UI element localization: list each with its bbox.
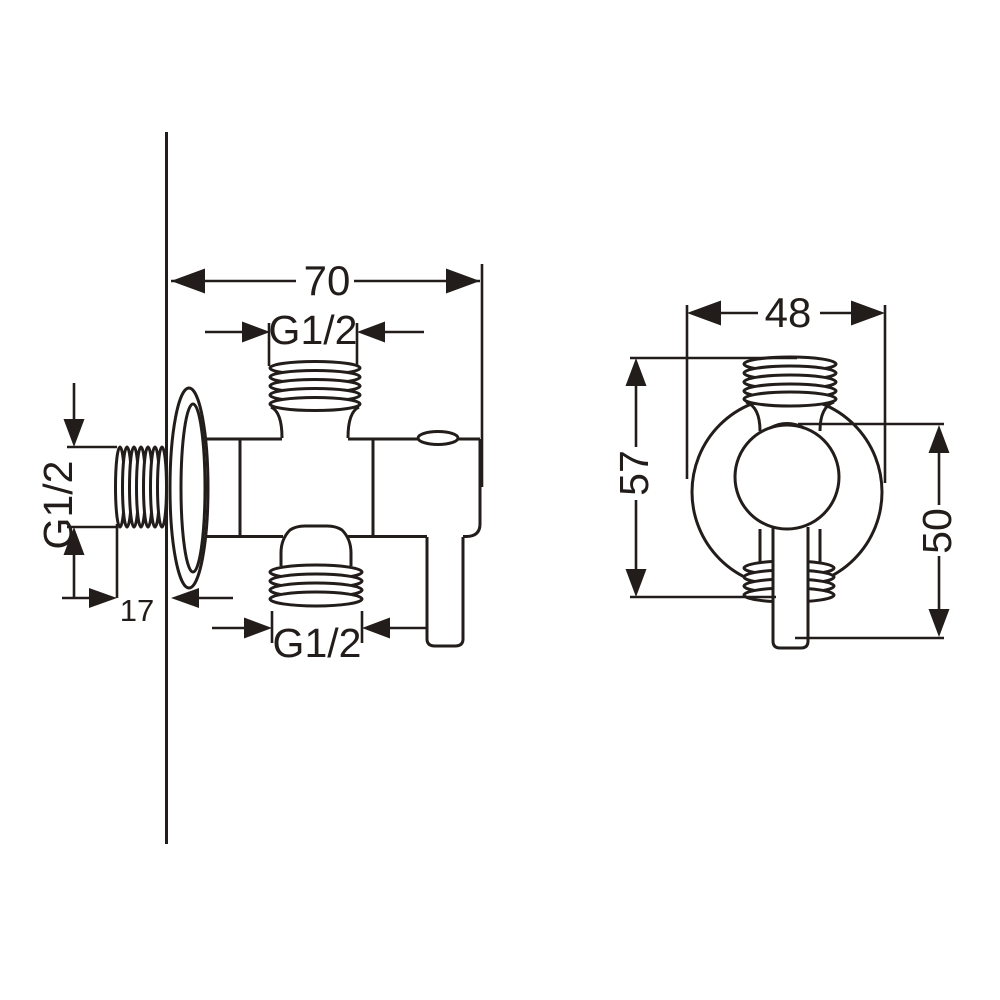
- dim-label-17: 17: [120, 593, 154, 628]
- dim-label-g12-top: G1/2: [269, 307, 358, 353]
- dim-top-outlet-thread: G1/2: [205, 307, 424, 366]
- dim-label-g12-bottom: G1/2: [273, 620, 362, 666]
- arrow-left: [171, 268, 205, 294]
- bottom-outlet: [268, 524, 364, 608]
- handle-lever: [416, 430, 465, 648]
- wall-flange: [168, 386, 210, 590]
- dim-width: 48: [685, 289, 887, 483]
- knob-top-arc: [769, 422, 805, 430]
- dim-label-50: 50: [914, 508, 960, 554]
- arrow-right: [446, 268, 480, 294]
- lever-rod: [425, 537, 465, 648]
- front-view: 48 57 50: [611, 289, 960, 650]
- dim-label-70: 70: [304, 257, 351, 304]
- top-outlet: [268, 360, 362, 439]
- dim-label-48: 48: [765, 289, 812, 336]
- dim-label-57: 57: [611, 450, 657, 496]
- side-view: 70 G1/2 G1/2 17: [35, 132, 484, 844]
- handle-right-edge: [463, 439, 482, 538]
- front-top-outlet: [742, 355, 838, 434]
- front-lever-rod: [771, 527, 810, 650]
- flange-inner: [179, 402, 207, 574]
- bottom-outlet-bell: [279, 524, 353, 566]
- dim-overall-depth: 70: [171, 257, 484, 487]
- inlet-pipe-threads: [114, 445, 168, 529]
- dim-handle-drop: 50: [795, 422, 960, 640]
- dim-height: 57: [611, 356, 797, 599]
- dim-bottom-outlet-thread: G1/2: [212, 611, 426, 666]
- valve-body: [207, 437, 482, 538]
- dim-inlet-thread: G1/2: [35, 383, 117, 598]
- handle-top-detail: [416, 430, 460, 446]
- knob-circle: [733, 423, 841, 531]
- dim-wall-protrusion: 17: [62, 524, 233, 628]
- dim-label-g12-left: G1/2: [35, 461, 81, 550]
